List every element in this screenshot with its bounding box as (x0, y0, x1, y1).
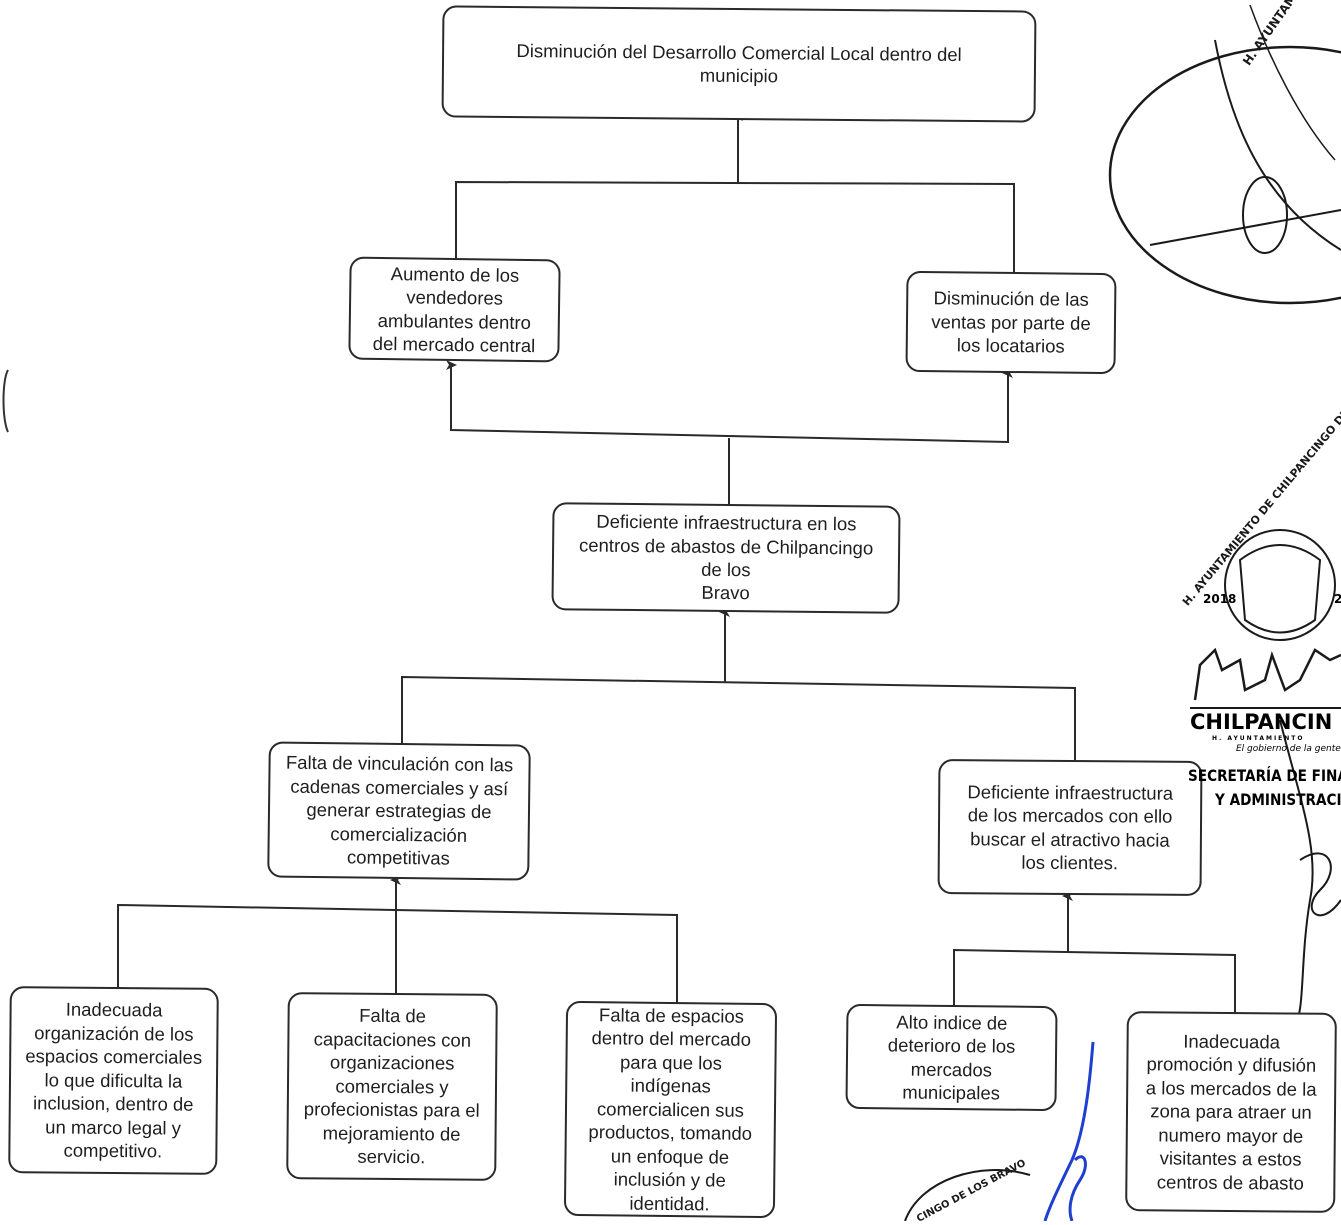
node-subcause-deterioration: Alto indice de deterioro de los mercados… (845, 1003, 1058, 1112)
stamp-city-motto: El gobierno de la gente (1236, 744, 1341, 754)
signature-blue (1043, 1041, 1095, 1221)
stamp-year-right: 2 (1334, 592, 1341, 606)
stamp-city-sub: H. AYUNTAMIENTO (1212, 735, 1305, 742)
node-subcause-space-organization: Inadecuada organización de los espacios … (8, 986, 219, 1175)
node-effect-sales: Disminución de las ventas por parte de l… (905, 270, 1117, 375)
stamp-year-left: 2018 (1203, 592, 1237, 606)
node-cause-market-infrastructure: Deficiente infraestructura de los mercad… (937, 759, 1203, 896)
connector-n7n8n9-to-n5 (117, 875, 678, 1005)
node-effect-vendors: Aumento de los vendedores ambulantes den… (348, 256, 561, 363)
node-cause-commercial-chains: Falta de vinculación con las cadenas com… (267, 741, 531, 881)
node-subcause-promotion: Inadecuada promoción y difusión a los me… (1125, 1011, 1337, 1213)
node-subcause-training: Falta de capacitaciones con organizacion… (286, 992, 498, 1181)
seal-bottom (904, 1169, 1031, 1221)
stamp-dept-line1: SECRETARÍA DE FINA (1188, 766, 1341, 785)
connector-n4-to-n2n3 (446, 360, 1013, 507)
seal-top-right (1108, 4, 1341, 305)
stamp-dept-line2: Y ADMINISTRACI (1215, 790, 1341, 809)
node-central-problem: Deficiente infraestructura en los centro… (551, 502, 901, 614)
seal-middle-right (1190, 529, 1341, 709)
node-subcause-indigenous-spaces: Falta de espacios dentro del mercado par… (563, 1000, 778, 1219)
node-effect-main: Disminución del Desarrollo Comercial Loc… (441, 5, 1037, 123)
signature-scribble-right (1279, 719, 1341, 1026)
stamp-city-name: CHILPANCIN (1190, 710, 1333, 734)
bracket-mark-left (2, 369, 9, 433)
connector-n2n3-to-n1 (455, 111, 1015, 275)
connector-n10n11-to-n6 (953, 891, 1236, 1014)
connector-n5n6-to-n4 (401, 607, 1076, 762)
